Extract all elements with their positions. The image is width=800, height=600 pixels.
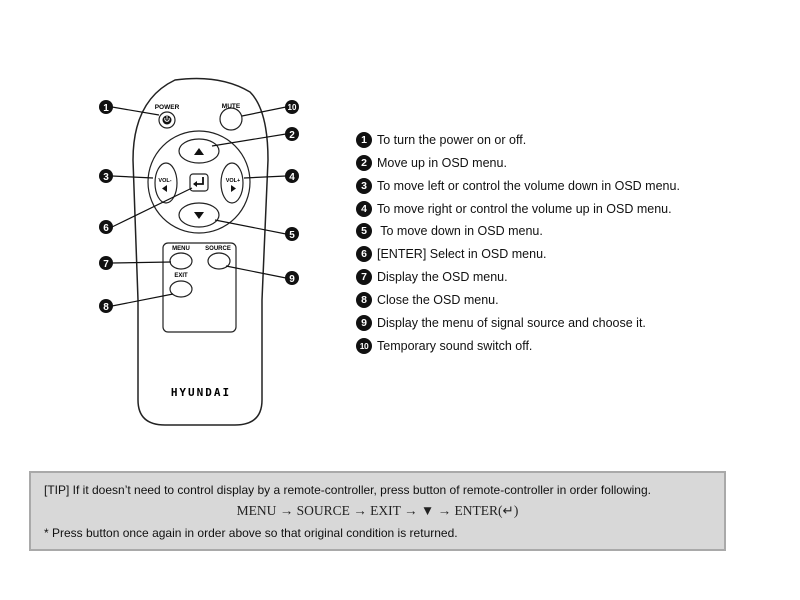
legend-number: 7 bbox=[356, 269, 372, 285]
svg-text:10: 10 bbox=[288, 103, 297, 112]
vol-minus-label: VOL- bbox=[158, 178, 171, 184]
legend-text: [ENTER] Select in OSD menu. bbox=[377, 247, 547, 261]
vol-plus-label: VOL+ bbox=[226, 178, 241, 184]
callout-3: 3 bbox=[99, 169, 113, 183]
legend-text: To move left or control the volume down … bbox=[377, 179, 680, 193]
legend-number: 2 bbox=[356, 155, 372, 171]
svg-text:1: 1 bbox=[103, 103, 109, 114]
legend-number: 1 bbox=[356, 132, 372, 148]
down-arrow-icon bbox=[194, 212, 204, 219]
legend-item: 8 Close the OSD menu. bbox=[356, 291, 499, 309]
right-arrow-icon bbox=[231, 185, 236, 192]
exit-button[interactable] bbox=[169, 280, 193, 298]
power-label: POWER bbox=[155, 104, 180, 111]
up-arrow-icon bbox=[194, 148, 204, 155]
legend-item: 4 To move right or control the volume up… bbox=[356, 200, 672, 218]
callout-5: 5 bbox=[285, 227, 299, 241]
svg-text:9: 9 bbox=[289, 274, 295, 285]
svg-text:3: 3 bbox=[103, 172, 109, 183]
svg-text:7: 7 bbox=[103, 259, 109, 270]
legend-item: 9 Display the menu of signal source and … bbox=[356, 314, 646, 332]
legend-number: 10 bbox=[356, 338, 372, 354]
legend-text: Display the OSD menu. bbox=[377, 270, 508, 284]
vol-plus-button[interactable] bbox=[220, 162, 244, 204]
menu-button[interactable] bbox=[169, 252, 193, 270]
callout-10: 10 bbox=[285, 100, 299, 114]
svg-text:2: 2 bbox=[289, 130, 295, 141]
legend-number: 6 bbox=[356, 246, 372, 262]
legend-text: Move up in OSD menu. bbox=[377, 156, 507, 170]
legend-text: To turn the power on or off. bbox=[377, 133, 527, 147]
vol-minus-button[interactable] bbox=[154, 162, 178, 204]
tip-box: [TIP] If it doesn’t need to control disp… bbox=[29, 471, 726, 551]
svg-text:5: 5 bbox=[289, 230, 295, 241]
tip-button-sequence: MENU → SOURCE → EXIT → ▼ → ENTER(↵) bbox=[236, 503, 519, 518]
source-button[interactable] bbox=[207, 252, 231, 270]
callout-6: 6 bbox=[99, 220, 113, 234]
callout-7: 7 bbox=[99, 256, 113, 270]
legend-item: 2 Move up in OSD menu. bbox=[356, 154, 507, 172]
source-label: SOURCE bbox=[205, 246, 231, 252]
callout-9: 9 bbox=[285, 271, 299, 285]
legend-text: To move right or control the volume up i… bbox=[377, 202, 672, 216]
legend-item: 10 Temporary sound switch off. bbox=[356, 337, 532, 355]
menu-label: MENU bbox=[172, 246, 190, 252]
legend-number: 4 bbox=[356, 201, 372, 217]
legend-number: 9 bbox=[356, 315, 372, 331]
legend-text: Temporary sound switch off. bbox=[377, 339, 533, 353]
callout-8: 8 bbox=[99, 299, 113, 313]
legend-text: Close the OSD menu. bbox=[377, 293, 499, 307]
legend-text: Display the menu of signal source and ch… bbox=[377, 316, 646, 330]
enter-button[interactable] bbox=[189, 173, 209, 192]
mute-button[interactable] bbox=[219, 107, 243, 131]
callout-1: 1 bbox=[99, 100, 113, 114]
legend-number: 5 bbox=[356, 223, 372, 239]
legend-item: 5 To move down in OSD menu. bbox=[356, 222, 543, 240]
mute-label: MUTE bbox=[222, 103, 241, 110]
legend-number: 8 bbox=[356, 292, 372, 308]
left-arrow-icon bbox=[162, 185, 167, 192]
svg-text:6: 6 bbox=[103, 223, 109, 234]
legend-item: 6 [ENTER] Select in OSD menu. bbox=[356, 245, 547, 263]
tip-note: * Press button once again in order above… bbox=[44, 526, 458, 540]
power-icon bbox=[162, 115, 172, 125]
legend-item: 3 To move left or control the volume dow… bbox=[356, 177, 680, 195]
callout-4: 4 bbox=[285, 169, 299, 183]
legend-number: 3 bbox=[356, 178, 372, 194]
legend-item: 1 To turn the power on or off. bbox=[356, 131, 526, 149]
legend-text: To move down in OSD menu. bbox=[377, 224, 543, 238]
tip-text: [TIP] If it doesn’t need to control disp… bbox=[44, 483, 651, 497]
svg-text:8: 8 bbox=[103, 302, 109, 313]
brand-logo: HYUNDAI bbox=[171, 386, 231, 399]
svg-text:4: 4 bbox=[289, 172, 295, 183]
callout-lines bbox=[111, 106, 287, 307]
legend-item: 7 Display the OSD menu. bbox=[356, 268, 508, 286]
callout-2: 2 bbox=[285, 127, 299, 141]
exit-label: EXIT bbox=[174, 273, 188, 279]
